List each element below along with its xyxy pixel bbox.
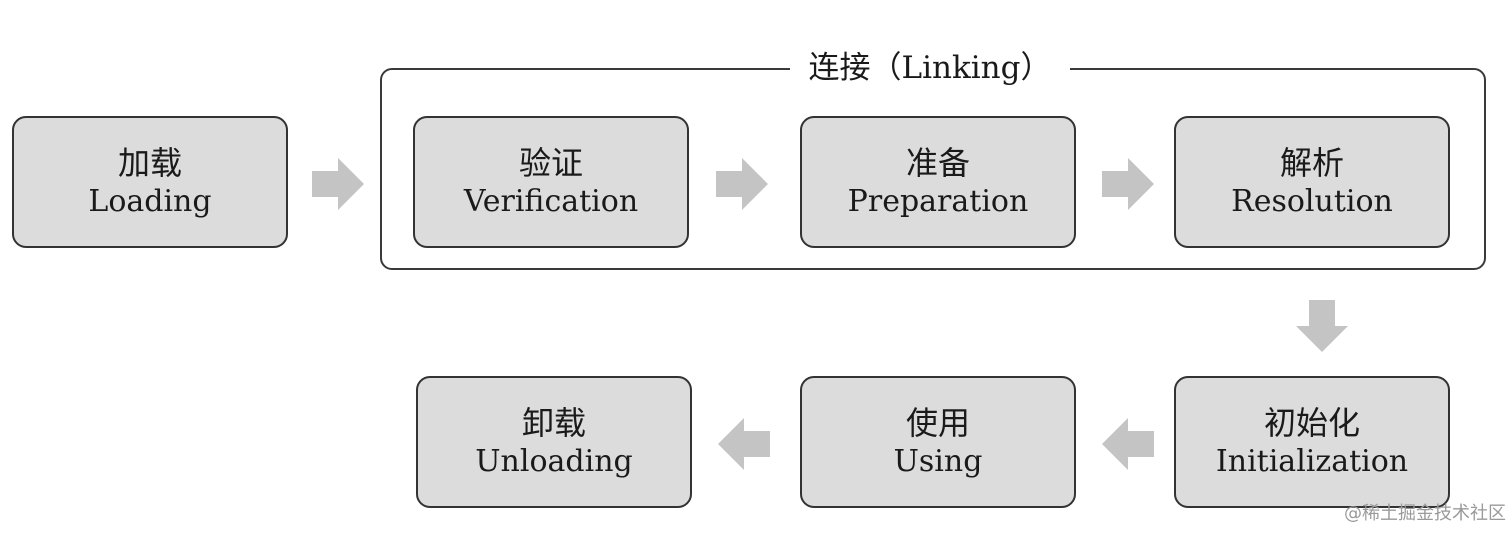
arrow-right-icon: [714, 156, 770, 212]
stage-resolution-cn-label: 解析: [1279, 144, 1344, 182]
stage-initialization: 初始化 Initialization: [1174, 376, 1450, 508]
stage-loading-en-label: Loading: [88, 184, 212, 219]
stage-verification-cn-label: 验证: [518, 144, 583, 182]
stage-initialization-cn-label: 初始化: [1263, 404, 1360, 442]
stage-using: 使用 Using: [800, 376, 1076, 508]
stage-loading-cn-label: 加载: [117, 144, 182, 182]
stage-preparation-en-label: Preparation: [847, 184, 1029, 219]
stage-verification-en-label: Verification: [463, 184, 639, 219]
stage-verification: 验证 Verification: [413, 116, 689, 248]
arrow-down-icon: [1294, 298, 1350, 354]
linking-group-title: 连接（Linking）: [790, 46, 1070, 90]
stage-preparation: 准备 Preparation: [800, 116, 1076, 248]
stage-initialization-en-label: Initialization: [1215, 444, 1409, 479]
stage-preparation-cn-label: 准备: [905, 144, 970, 182]
stage-unloading-en-label: Unloading: [475, 444, 633, 479]
stage-unloading-cn-label: 卸载: [521, 404, 586, 442]
stage-unloading: 卸载 Unloading: [416, 376, 692, 508]
stage-resolution-en-label: Resolution: [1231, 184, 1393, 219]
arrow-right-icon: [310, 156, 366, 212]
stage-using-cn-label: 使用: [905, 404, 970, 442]
stage-using-en-label: Using: [893, 444, 983, 479]
watermark: @稀土掘金技术社区: [1344, 503, 1506, 524]
arrow-left-icon: [1100, 416, 1156, 472]
arrow-left-icon: [716, 416, 772, 472]
stage-loading: 加载 Loading: [12, 116, 288, 248]
arrow-right-icon: [1100, 156, 1156, 212]
stage-resolution: 解析 Resolution: [1174, 116, 1450, 248]
